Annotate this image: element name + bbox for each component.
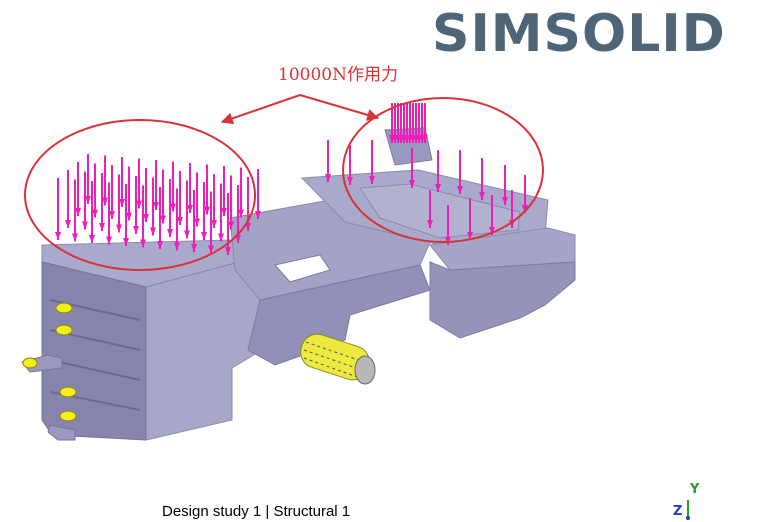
load-arrow-head <box>522 205 528 213</box>
load-arrow-head <box>457 186 463 194</box>
load-arrow-head <box>325 174 331 182</box>
highlight-ellipse-left <box>24 119 256 271</box>
load-arrow-head <box>150 227 156 236</box>
load-arrow-head <box>116 224 122 233</box>
load-arrow-head <box>55 232 61 240</box>
load-arrow-head <box>177 217 183 225</box>
triad-y-label: Y <box>690 482 700 497</box>
right-frame-opening <box>359 183 521 239</box>
load-arrow-head <box>92 209 98 218</box>
load-arrow-head <box>174 242 180 251</box>
load-arrow-head <box>119 199 125 207</box>
load-arrow-head <box>238 209 244 218</box>
load-arrow-head <box>502 197 508 205</box>
load-arrow-head <box>184 230 190 239</box>
load-arrow-head <box>191 244 197 252</box>
load-arrow-head <box>204 206 210 215</box>
load-arrow-head <box>435 184 441 192</box>
study-status-label: Design study 1 | Structural 1 <box>162 503 351 520</box>
load-arrow-head <box>85 196 91 204</box>
load-arrow-head <box>211 220 217 228</box>
axis-triad <box>686 500 690 520</box>
load-arrow-head <box>479 192 485 200</box>
load-annotation-label: 10000N作用力 <box>278 65 398 85</box>
leader-arrow-left <box>220 94 301 125</box>
left-block-side <box>41 261 147 441</box>
load-arrow-head <box>427 220 433 228</box>
load-arrow-head <box>170 203 176 212</box>
load-arrow-head <box>160 215 166 224</box>
load-arrow-head <box>89 235 95 243</box>
bridge-front <box>247 264 431 366</box>
load-arrow-head <box>225 247 231 255</box>
load-arrow-head <box>208 245 214 254</box>
simsolid-logo: SIMSOLID <box>432 4 726 64</box>
load-arrow-head <box>467 232 473 240</box>
load-arrow-head <box>140 239 146 248</box>
constraint-bolt <box>59 386 77 398</box>
load-arrow-head <box>422 135 428 143</box>
highlight-ellipse-right <box>342 97 544 243</box>
load-arrow-head <box>126 212 132 221</box>
load-arrow-head <box>65 220 71 228</box>
load-arrow-head <box>218 233 224 242</box>
right-end-top <box>429 227 576 271</box>
load-arrow-head <box>106 236 112 245</box>
load-arrow-head <box>187 205 193 213</box>
triad-z-label: Z <box>673 504 683 519</box>
constraint-bolt <box>59 410 77 422</box>
load-arrow-head <box>82 221 88 230</box>
constraint-bolt <box>55 324 73 336</box>
load-arrow-head <box>109 211 115 219</box>
right-end-front <box>429 261 576 339</box>
load-arrow-head <box>369 176 375 184</box>
load-arrow-head <box>75 208 81 216</box>
load-arrow-head <box>143 214 149 222</box>
bridge-hole <box>274 254 331 283</box>
leader-arrow-right <box>299 94 380 121</box>
load-arrows <box>55 103 528 255</box>
load-arrow-head <box>123 238 129 246</box>
load-arrow-head <box>409 180 415 188</box>
load-arrow-head <box>489 227 495 235</box>
load-arrow-head <box>72 233 78 242</box>
load-arrow-head <box>167 229 173 237</box>
load-arrow-head <box>221 208 227 216</box>
mounting-tab <box>47 424 76 441</box>
load-arrow-head <box>133 226 139 234</box>
load-arrow-head <box>201 232 207 240</box>
load-arrow-head <box>102 197 108 206</box>
yellow-shaft <box>300 333 376 385</box>
load-arrow-head <box>347 177 353 185</box>
load-arrow-head <box>194 218 200 227</box>
constraint-bolt <box>22 357 38 369</box>
load-arrow-head <box>99 223 105 231</box>
load-arrow-head <box>157 241 163 249</box>
load-arrow-head <box>136 200 142 209</box>
load-arrow-head <box>228 221 234 230</box>
load-arrow-head <box>153 202 159 210</box>
constraint-bolt <box>55 302 73 314</box>
load-arrow-head <box>255 211 261 219</box>
